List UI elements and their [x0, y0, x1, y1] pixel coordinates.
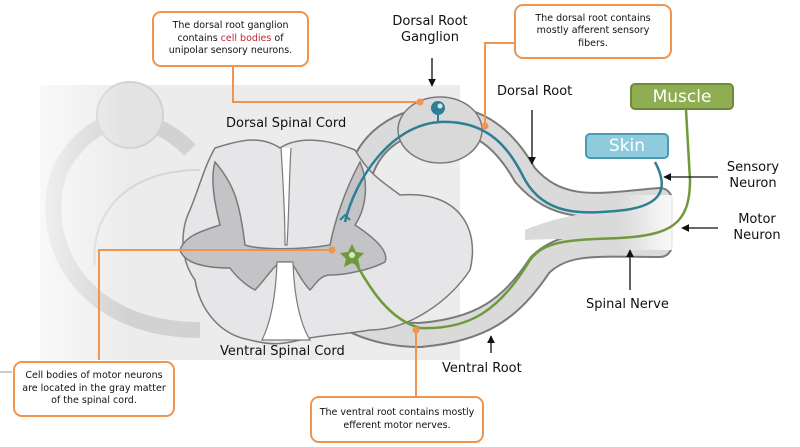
label-spinal-nerve: Spinal Nerve: [586, 297, 669, 312]
spinal-cord: [179, 139, 474, 345]
callout-dorsal-root: The dorsal root contains mostly afferent…: [514, 4, 672, 59]
gray-matter: [179, 160, 387, 292]
white-matter: [182, 139, 474, 345]
label-sensory-neuron: Sensory Neuron: [726, 160, 780, 191]
sensory-cell-body: [431, 101, 445, 115]
label-dorsal-root-ganglion: Dorsal Root Ganglion: [392, 14, 468, 45]
callout-motor-cell-bodies: Cell bodies of motor neurons are located…: [13, 361, 175, 417]
nerve-roots: [318, 96, 680, 348]
label-ventral-spinal-cord: Ventral Spinal Cord: [220, 344, 345, 359]
muscle-tag: Muscle: [630, 83, 734, 110]
callout-ventral-root: The ventral root contains mostly efferen…: [310, 396, 484, 443]
callout-ganglion-highlight: cell bodies: [220, 32, 272, 44]
callout-ganglion-text-1: The dorsal root ganglion contains: [172, 20, 289, 44]
motor-neuron: [340, 109, 692, 330]
label-arrows: [428, 58, 718, 353]
callout-ganglion-text-2: of unipolar sensory neurons.: [168, 32, 293, 57]
callout-leaders: [0, 42, 515, 396]
skin-tag: Skin: [585, 133, 669, 159]
label-dorsal-spinal-cord: Dorsal Spinal Cord: [226, 116, 347, 131]
label-motor-neuron: Motor Neuron: [733, 212, 781, 243]
label-ventral-root: Ventral Root: [442, 361, 522, 376]
callout-ganglion: The dorsal root ganglion contains cell b…: [152, 11, 309, 67]
sensory-neuron: [339, 101, 663, 223]
label-dorsal-root: Dorsal Root: [497, 84, 573, 99]
